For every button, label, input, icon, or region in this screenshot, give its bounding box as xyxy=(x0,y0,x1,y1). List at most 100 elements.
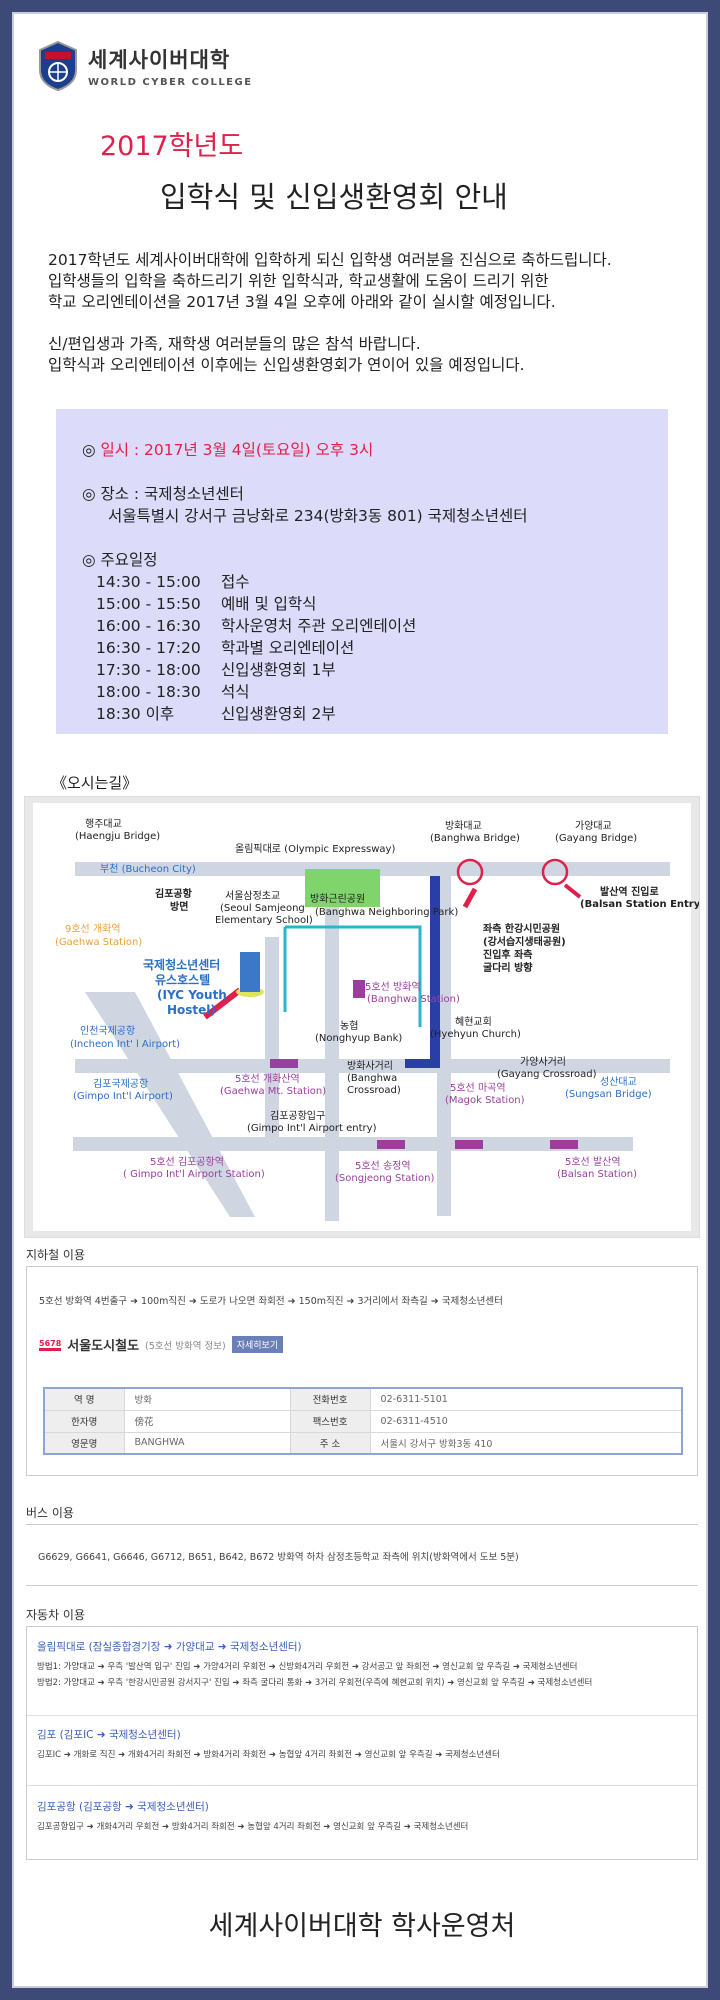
svg-text:Elementary School): Elementary School) xyxy=(215,915,313,926)
svg-text:발산역 진입로: 발산역 진입로 xyxy=(600,885,659,898)
svg-text:(Gaehwa Station): (Gaehwa Station) xyxy=(55,937,142,948)
svg-text:(Magok Station): (Magok Station) xyxy=(445,1095,525,1106)
svg-text:(Gayang Crossroad): (Gayang Crossroad) xyxy=(497,1069,597,1080)
park-shape xyxy=(305,869,380,907)
page-frame: 세계사이버대학 WORLD CYBER COLLEGE 2017학년도 입학식 … xyxy=(12,12,708,1988)
svg-text:부천 (Bucheon City): 부천 (Bucheon City) xyxy=(100,863,196,875)
svg-text:(Gaehwa Mt. Station): (Gaehwa Mt. Station) xyxy=(220,1086,326,1097)
route-blue xyxy=(430,876,440,1066)
svg-text:김포공항입구: 김포공항입구 xyxy=(270,1109,325,1122)
directions-map: 행주대교 (Haengju Bridge) 올림픽대로 (Olympic Exp… xyxy=(24,796,700,1238)
svg-text:인천국제공항: 인천국제공항 xyxy=(80,1025,135,1037)
college-emblem-icon xyxy=(39,40,77,92)
svg-text:5호선 김포공항역: 5호선 김포공항역 xyxy=(150,1156,224,1168)
car-route-olympic: 올림픽대로 (잠실종합경기장 ➜ 가양대교 ➜ 국제청소년센터) 방법1: 가양… xyxy=(37,1641,593,1688)
car-heading: 자동차 이용 xyxy=(26,1608,86,1622)
intro-paragraph-1: 2017학년도 세계사이버대학에 입학하게 되신 입학생 여러분을 진심으로 축… xyxy=(48,251,612,311)
svg-text:방화근린공원: 방화근린공원 xyxy=(310,893,365,905)
car-route-airport: 김포공항 (김포공항 ➜ 국제청소년센터) 김포공항입구 ➜ 개화4거리 우회전… xyxy=(37,1801,469,1832)
subway-heading: 지하철 이용 xyxy=(26,1248,86,1262)
event-place: ◎ 장소 : 국제청소년센터 xyxy=(82,485,244,503)
svg-text:방화대교: 방화대교 xyxy=(445,820,482,832)
route-cyan xyxy=(283,925,422,1027)
iyc-building-icon xyxy=(236,952,264,997)
metro-brand-name: 서울도시철도 xyxy=(67,1339,140,1354)
svg-text:가양대교: 가양대교 xyxy=(575,820,612,832)
event-date: ◎ 일시 : 2017년 3월 4일(토요일) 오후 3시 xyxy=(82,441,374,459)
banghwa-bridge-marker xyxy=(456,858,484,886)
event-address: 서울특별시 강서구 금낭화로 234(방화3동 801) 국제청소년센터 xyxy=(108,507,528,525)
svg-text:(Banghwa Bridge): (Banghwa Bridge) xyxy=(430,833,520,844)
svg-text:김포국제공항: 김포국제공항 xyxy=(93,1078,148,1090)
car-route-airport-title[interactable]: 김포공항 (김포공항 ➜ 국제청소년센터) xyxy=(37,1801,209,1813)
bus-route: G6629, G6641, G6646, G6712, B651, B642, … xyxy=(38,1552,519,1563)
svg-text:올림픽대로 (Olympic Expressway): 올림픽대로 (Olympic Expressway) xyxy=(235,843,395,855)
route-blue-h xyxy=(405,1059,440,1068)
bus-heading: 버스 이용 xyxy=(26,1506,74,1520)
svg-text:서울삼정초교: 서울삼정초교 xyxy=(225,890,280,902)
svg-text:(Seoul Samjeong: (Seoul Samjeong xyxy=(220,903,305,914)
svg-text:좌측 한강시민공원: 좌측 한강시민공원 xyxy=(483,922,560,935)
svg-text:(Sungsan Bridge): (Sungsan Bridge) xyxy=(565,1089,652,1100)
svg-text:방면: 방면 xyxy=(170,900,188,913)
svg-text:행주대교: 행주대교 xyxy=(85,818,122,830)
svg-text:( Gimpo Int'l Airport Station): ( Gimpo Int'l Airport Station) xyxy=(123,1169,265,1180)
detail-button[interactable]: 자세히보기 xyxy=(231,1336,284,1353)
svg-text:(강서습지생태공원): (강서습지생태공원) xyxy=(483,935,566,948)
footer-signature: 세계사이버대학 학사운영처 xyxy=(208,1911,516,1942)
svg-text:(Haengju Bridge): (Haengju Bridge) xyxy=(75,831,160,842)
svg-text:(Songjeong Station): (Songjeong Station) xyxy=(335,1173,435,1184)
svg-text:유스호스텔: 유스호스텔 xyxy=(155,973,210,987)
bus-section: G6629, G6641, G6646, G6712, B651, B642, … xyxy=(26,1524,698,1586)
svg-text:(Balsan Station Entry): (Balsan Station Entry) xyxy=(580,899,699,910)
svg-text:성산대교: 성산대교 xyxy=(600,1076,637,1088)
car-route-olympic-title[interactable]: 올림픽대로 (잠실종합경기장 ➜ 가양대교 ➜ 국제청소년센터) xyxy=(37,1641,302,1653)
directions-title: 《오시는길》 xyxy=(52,774,138,792)
intro-text: 2017학년도 세계사이버대학에 입학하게 되신 입학생 여러분을 진심으로 축… xyxy=(48,250,698,397)
car-section: 올림픽대로 (잠실종합경기장 ➜ 가양대교 ➜ 국제청소년센터) 방법1: 가양… xyxy=(26,1626,698,1860)
subway-route: 5호선 방화역 4번출구 ➜ 100m직진 ➜ 도로가 나오면 좌회전 ➜ 15… xyxy=(39,1296,503,1307)
schedule-heading: ◎ 주요일정 xyxy=(82,551,158,569)
svg-text:(Hyehyun Church): (Hyehyun Church) xyxy=(430,1029,521,1040)
event-info-box: ◎ 일시 : 2017년 3월 4일(토요일) 오후 3시 ◎ 장소 : 국제청… xyxy=(56,409,668,734)
svg-text:(Banghwa Neighboring Park): (Banghwa Neighboring Park) xyxy=(315,907,458,918)
svg-text:(Nonghyup Bank): (Nonghyup Bank) xyxy=(315,1033,402,1044)
map-roads xyxy=(73,862,670,1221)
svg-text:Hostel): Hostel) xyxy=(167,1003,216,1017)
svg-text:김포공항: 김포공항 xyxy=(155,887,193,900)
metro-logo-icon: 5678 xyxy=(39,1339,62,1351)
svg-text:Crossroad): Crossroad) xyxy=(347,1085,401,1096)
svg-text:9호선 개화역: 9호선 개화역 xyxy=(65,923,121,935)
logo-korean: 세계사이버대학 xyxy=(88,48,231,72)
college-logo[interactable]: 세계사이버대학 WORLD CYBER COLLEGE xyxy=(36,40,253,92)
svg-text:(Balsan Station): (Balsan Station) xyxy=(557,1169,637,1180)
metro-brand-sub: (5호선 방화역 정보) xyxy=(145,1340,226,1352)
map-labels: 행주대교 (Haengju Bridge) 올림픽대로 (Olympic Exp… xyxy=(55,818,699,1184)
metro-brand: 5678 서울도시철도 (5호선 방화역 정보) 자세히보기 xyxy=(39,1335,284,1354)
subway-section: 5호선 방화역 4번출구 ➜ 100m직진 ➜ 도로가 나오면 좌회전 ➜ 15… xyxy=(26,1266,698,1476)
svg-text:혜현교회: 혜현교회 xyxy=(455,1016,492,1028)
svg-text:진입후 좌측: 진입후 좌측 xyxy=(483,948,532,961)
svg-text:5호선 방화역: 5호선 방화역 xyxy=(365,981,421,993)
page-title: 입학식 및 신입생환영회 안내 xyxy=(160,180,508,214)
svg-text:(Gimpo Int'l Airport entry): (Gimpo Int'l Airport entry) xyxy=(247,1123,377,1134)
svg-text:농협: 농협 xyxy=(340,1019,358,1032)
svg-text:(Gimpo Int'l Airport): (Gimpo Int'l Airport) xyxy=(73,1091,173,1102)
subway-line5-stations xyxy=(270,980,578,1149)
svg-text:5호선 발산역: 5호선 발산역 xyxy=(565,1156,621,1168)
svg-text:가양사거리: 가양사거리 xyxy=(520,1056,566,1068)
svg-text:방화사거리: 방화사거리 xyxy=(347,1060,393,1072)
svg-text:(IYC Youth: (IYC Youth xyxy=(157,988,227,1002)
arrow-icon xyxy=(462,887,478,909)
car-route-gimpo-title[interactable]: 김포 (김포IC ➜ 국제청소년센터) xyxy=(37,1729,181,1741)
svg-text:국제청소년센터: 국제청소년센터 xyxy=(143,957,220,972)
